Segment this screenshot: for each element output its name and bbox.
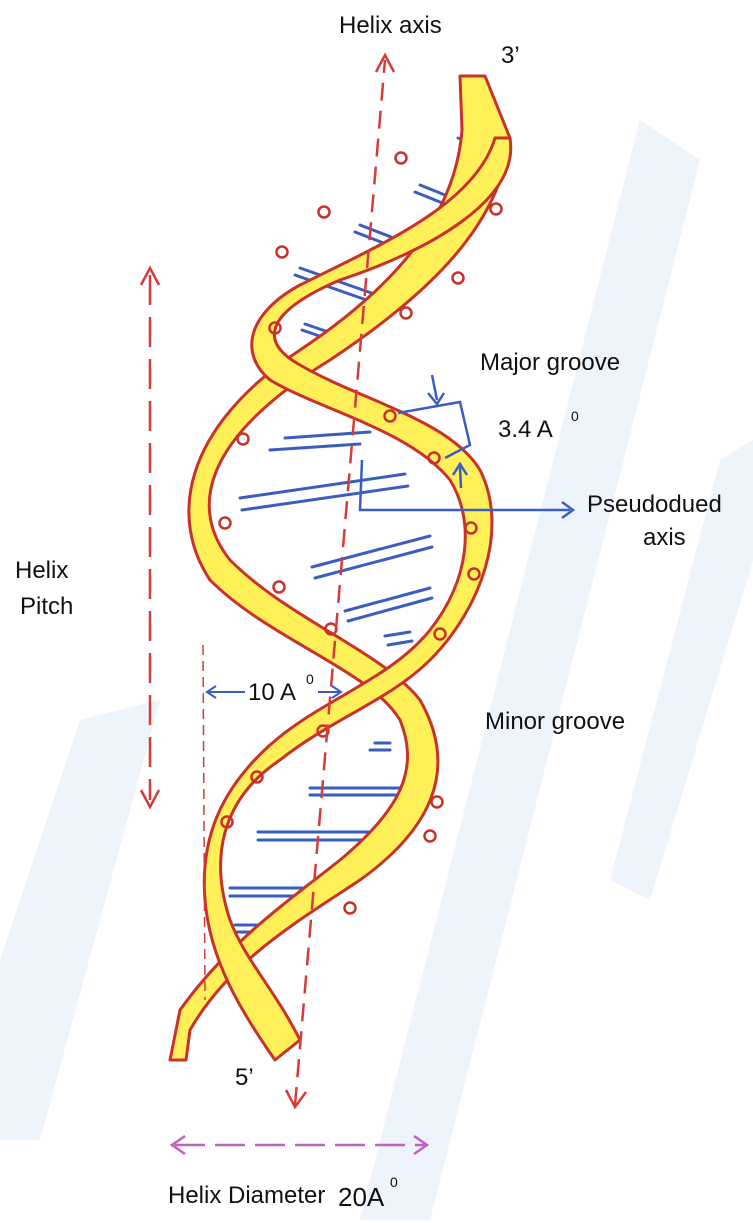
pseudodyad-axis-label-line2: axis (643, 524, 686, 551)
minor-groove-label: Minor groove (485, 708, 625, 735)
major-groove-label: Major groove (480, 349, 620, 376)
rise-value-label: 3.4 A (498, 416, 553, 443)
helix-axis-label: Helix axis (339, 12, 442, 39)
radius-value-label: 10 A (248, 679, 296, 706)
rise-value-superscript: 0 (571, 408, 579, 424)
five-prime-label: 5’ (235, 1064, 254, 1091)
helix-axis-line (286, 55, 394, 1107)
pseudodyad-axis-label-line1: Pseudodued (587, 491, 722, 518)
helix-diameter-label: Helix Diameter (168, 1182, 325, 1209)
three-prime-label: 3’ (501, 42, 520, 69)
helix-pitch-label-line2: Pitch (20, 593, 73, 620)
helix-diameter-superscript: 0 (390, 1174, 398, 1190)
radius-value-superscript: 0 (306, 671, 314, 687)
helix-diameter-value: 20A (338, 1182, 385, 1212)
radius-guide-line (203, 645, 205, 1000)
helix-pitch-label-line1: Helix (15, 557, 68, 584)
